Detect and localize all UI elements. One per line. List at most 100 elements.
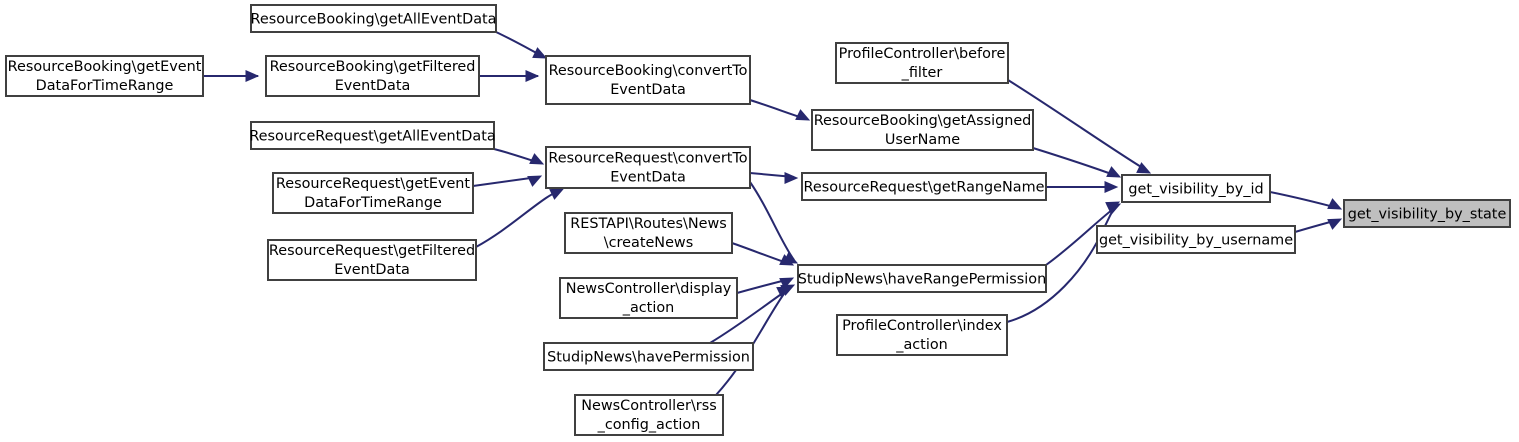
graph-node-label-line2: DataForTimeRange xyxy=(304,195,442,211)
graph-edge xyxy=(715,286,792,396)
graph-node-box[interactable] xyxy=(801,172,1047,201)
graph-edge xyxy=(1046,181,1119,193)
edge-arrowhead xyxy=(1106,166,1122,178)
edge-arrowhead xyxy=(779,277,795,289)
edge-arrowhead xyxy=(549,188,565,200)
graph-node[interactable]: ResourceBooking\getAllEventData xyxy=(250,4,497,33)
graph-node-box[interactable] xyxy=(835,42,1009,84)
graph-node-label: ProfileController\before xyxy=(839,46,1006,62)
graph-node-box[interactable] xyxy=(250,4,497,33)
edge-arrowhead xyxy=(1136,162,1152,174)
edge-arrowhead xyxy=(779,254,795,266)
graph-node-label-line2: _filter xyxy=(901,65,943,81)
graph-node-box-highlighted[interactable] xyxy=(1343,199,1511,228)
graph-node-label: ResourceRequest\getFiltered xyxy=(269,243,475,259)
edge-line xyxy=(1007,79,1147,171)
graph-node[interactable]: NewsController\display_action xyxy=(559,277,738,319)
graph-node[interactable]: StudipNews\havePermission xyxy=(543,342,754,371)
graph-node[interactable]: NewsController\rss _config_action xyxy=(574,394,724,436)
graph-node-label: ResourceBooking\getEvent xyxy=(8,59,202,75)
graph-node-label: NewsController\rss xyxy=(581,398,716,414)
edge-arrowhead xyxy=(245,70,260,82)
edge-arrowhead xyxy=(1327,198,1343,210)
graph-node-label: ResourceBooking\getAllEventData xyxy=(251,12,497,28)
graph-node-label: ProfileController\index xyxy=(842,318,1002,334)
graph-edge xyxy=(479,70,540,82)
graph-edge xyxy=(495,31,548,59)
edge-line xyxy=(1269,191,1339,209)
graph-node-box[interactable] xyxy=(267,239,477,281)
graph-edge xyxy=(203,70,260,82)
graph-node[interactable]: RESTAPI\Routes\News\createNews xyxy=(564,212,733,254)
graph-edge xyxy=(493,148,545,165)
edges-layer xyxy=(203,31,1343,396)
graph-node-label-line2: UserName xyxy=(885,132,960,148)
graph-edge xyxy=(731,242,795,266)
graph-node-label: ResourceRequest\getRangeName xyxy=(804,180,1045,196)
edge-line xyxy=(1006,204,1117,323)
graph-node-box[interactable] xyxy=(545,55,751,105)
graph-edge xyxy=(472,175,543,187)
edge-arrowhead xyxy=(1104,181,1119,193)
graph-node-label-line2: _action xyxy=(895,337,948,353)
graph-edge xyxy=(1007,79,1152,174)
graph-node-box[interactable] xyxy=(272,172,474,214)
edge-arrowhead xyxy=(529,153,545,165)
graph-edge xyxy=(1294,218,1343,233)
graph-node[interactable]: ProfileController\before _filter xyxy=(835,42,1009,84)
graph-node[interactable]: get_visibility_by_username xyxy=(1096,225,1296,254)
graph-node-box[interactable] xyxy=(559,277,738,319)
graph-node-box[interactable] xyxy=(574,394,724,436)
graph-node-box[interactable] xyxy=(545,146,751,189)
graph-node[interactable]: ProfileController\index _action xyxy=(836,314,1008,356)
graph-node-box[interactable] xyxy=(265,55,480,97)
graph-edge xyxy=(749,172,799,184)
graph-node[interactable]: get_visibility_by_id xyxy=(1121,174,1271,203)
graph-node-label-line2: EventData xyxy=(610,82,686,98)
graph-node-label-line2: DataForTimeRange xyxy=(36,78,174,94)
graph-node-box[interactable] xyxy=(836,314,1008,356)
graph-node-label: ResourceRequest\convertTo xyxy=(548,151,747,167)
graph-node-box[interactable] xyxy=(5,55,204,97)
graph-node-label-line2: \createNews xyxy=(604,235,693,251)
nodes-layer: ResourceBooking\getEventDataForTimeRange… xyxy=(5,4,1511,436)
edge-arrowhead xyxy=(776,286,792,298)
graph-node-label: ResourceRequest\getAllEventData xyxy=(249,129,495,145)
graph-node-box[interactable] xyxy=(1121,174,1271,203)
graph-node-box[interactable] xyxy=(1096,225,1296,254)
graph-node-box[interactable] xyxy=(797,264,1047,293)
graph-edge xyxy=(1269,191,1343,210)
edge-arrowhead xyxy=(1327,218,1343,230)
graph-node[interactable]: ResourceRequest\getAllEventData xyxy=(249,121,496,150)
edge-arrowhead xyxy=(784,172,799,184)
graph-edge xyxy=(1006,201,1121,323)
graph-node[interactable]: StudipNews\haveRangePermission xyxy=(797,264,1047,293)
graph-node[interactable]: get_visibility_by_state xyxy=(1343,199,1511,228)
graph-node-label: ResourceBooking\getFiltered xyxy=(270,59,476,75)
graph-node-label: ResourceBooking\getAssigned xyxy=(814,113,1032,129)
edge-line xyxy=(749,181,795,261)
graph-node-label-line2: _config_action xyxy=(597,417,701,433)
edge-arrowhead xyxy=(527,175,543,187)
graph-edge xyxy=(1032,147,1122,178)
graph-node-label: ResourceBooking\convertTo xyxy=(549,63,748,79)
graph-node-box[interactable] xyxy=(543,342,754,371)
edge-line xyxy=(715,290,787,396)
graph-edge xyxy=(736,277,795,294)
graph-edge xyxy=(749,99,811,121)
graph-node-label-line2: _action xyxy=(622,300,675,316)
graph-node-box[interactable] xyxy=(811,109,1034,151)
graph-node-label: ResourceRequest\getEvent xyxy=(276,176,471,192)
graph-node-box[interactable] xyxy=(564,212,733,254)
graph-node[interactable]: ResourceRequest\getRangeName xyxy=(801,172,1047,201)
graph-node-box[interactable] xyxy=(250,121,495,150)
